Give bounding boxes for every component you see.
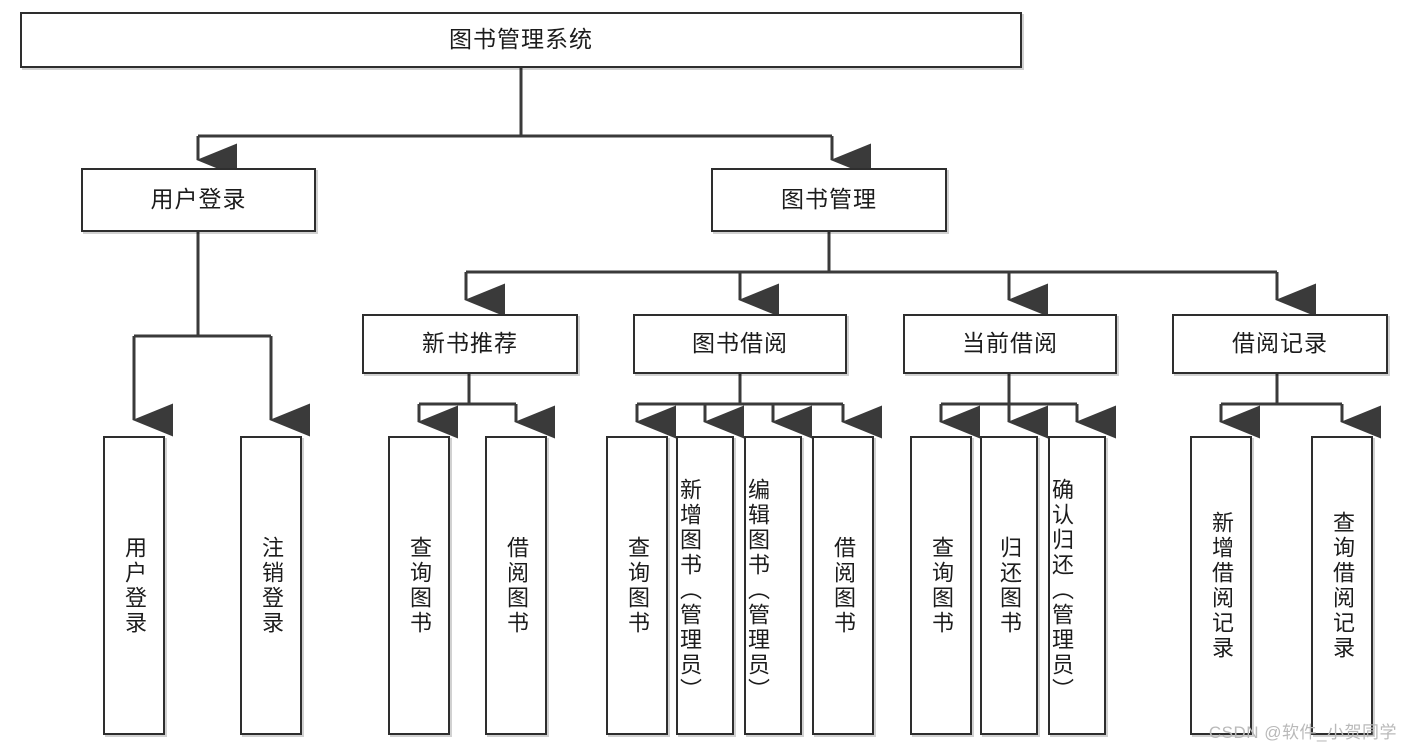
- node-borrow-record-label: 借阅记录: [1232, 330, 1328, 357]
- node-leaf-borrow-book-1-label: 借阅图书: [504, 535, 529, 636]
- node-leaf-query-book-3[interactable]: 查询图书: [910, 436, 972, 735]
- node-leaf-add-book[interactable]: 新增图书（管理员）: [676, 436, 734, 735]
- node-root-label: 图书管理系统: [449, 26, 593, 53]
- node-leaf-add-borrow-record[interactable]: 新增借阅记录: [1190, 436, 1252, 735]
- node-leaf-query-borrow-record-label: 查询借阅记录: [1330, 510, 1355, 661]
- node-leaf-borrow-book-1[interactable]: 借阅图书: [485, 436, 547, 735]
- node-leaf-query-book-1-label: 查询图书: [407, 535, 432, 636]
- node-current-borrow[interactable]: 当前借阅: [903, 314, 1117, 374]
- node-leaf-user-login[interactable]: 用户登录: [103, 436, 165, 735]
- node-user-login[interactable]: 用户登录: [81, 168, 316, 232]
- node-leaf-add-borrow-record-label: 新增借阅记录: [1209, 510, 1234, 661]
- node-leaf-edit-book-label: 编辑图书（管理员）: [745, 478, 770, 703]
- node-leaf-logout-login[interactable]: 注销登录: [240, 436, 302, 735]
- node-user-login-label: 用户登录: [150, 186, 247, 213]
- node-leaf-query-book-2[interactable]: 查询图书: [606, 436, 668, 735]
- node-leaf-confirm-return[interactable]: 确认归还（管理员）: [1048, 436, 1106, 735]
- node-leaf-edit-book[interactable]: 编辑图书（管理员）: [744, 436, 802, 735]
- node-leaf-borrow-book-2-label: 借阅图书: [831, 535, 856, 636]
- node-root[interactable]: 图书管理系统: [20, 12, 1022, 68]
- node-leaf-borrow-book-2[interactable]: 借阅图书: [812, 436, 874, 735]
- node-leaf-add-book-label: 新增图书（管理员）: [677, 478, 702, 703]
- node-leaf-user-login-label: 用户登录: [122, 535, 147, 636]
- node-leaf-return-book-label: 归还图书: [997, 535, 1022, 636]
- node-leaf-return-book[interactable]: 归还图书: [980, 436, 1038, 735]
- node-leaf-query-book-1[interactable]: 查询图书: [388, 436, 450, 735]
- node-leaf-confirm-return-label: 确认归还（管理员）: [1049, 478, 1074, 703]
- node-book-manage[interactable]: 图书管理: [711, 168, 947, 232]
- node-leaf-logout-login-label: 注销登录: [259, 535, 284, 636]
- node-leaf-query-book-2-label: 查询图书: [625, 535, 650, 636]
- node-new-book-recommend[interactable]: 新书推荐: [362, 314, 578, 374]
- node-book-borrow[interactable]: 图书借阅: [633, 314, 847, 374]
- csdn-watermark: CSDN @软件_小贺同学: [1208, 723, 1397, 742]
- node-leaf-query-book-3-label: 查询图书: [929, 535, 954, 636]
- node-new-book-recommend-label: 新书推荐: [422, 330, 518, 357]
- node-current-borrow-label: 当前借阅: [962, 330, 1058, 357]
- node-borrow-record[interactable]: 借阅记录: [1172, 314, 1388, 374]
- node-leaf-query-borrow-record[interactable]: 查询借阅记录: [1311, 436, 1373, 735]
- node-book-manage-label: 图书管理: [781, 186, 877, 213]
- node-book-borrow-label: 图书借阅: [692, 330, 788, 357]
